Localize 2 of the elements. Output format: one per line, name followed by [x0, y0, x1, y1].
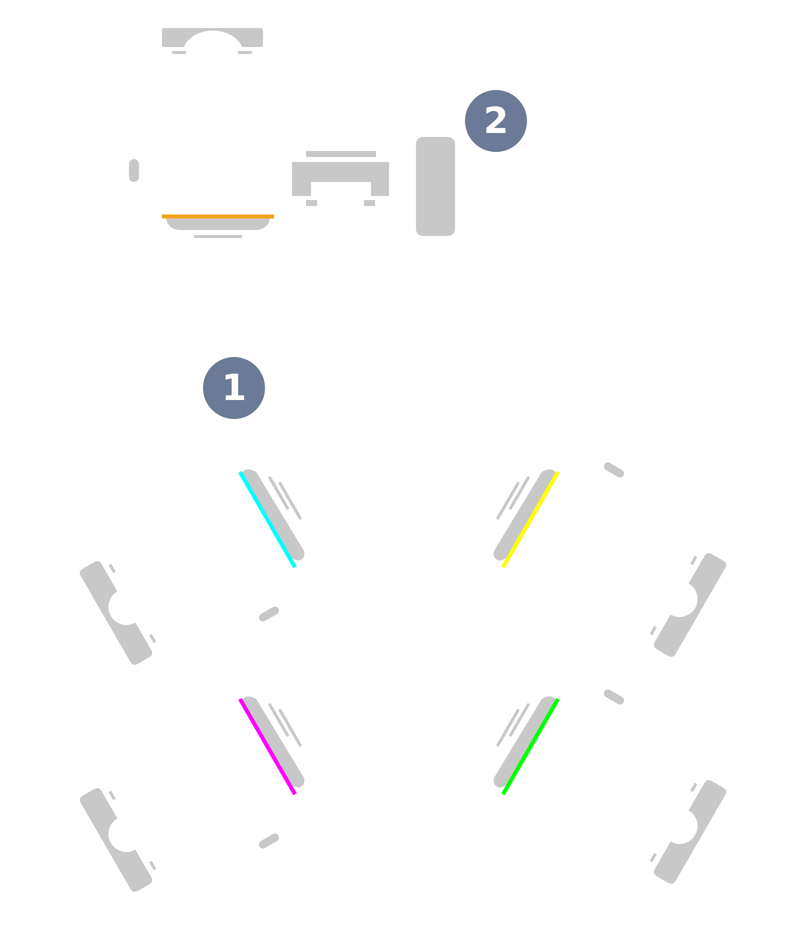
step-number: 1: [203, 357, 265, 419]
step-number: 2: [465, 90, 527, 152]
